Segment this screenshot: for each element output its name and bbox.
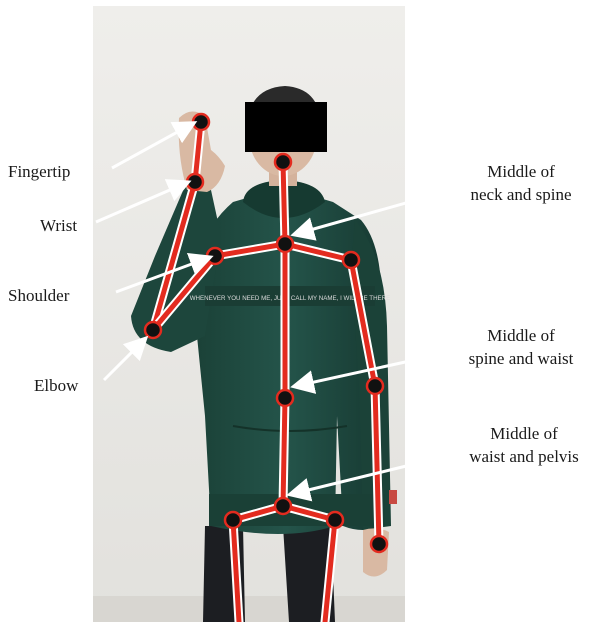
label-middle-waist-pelvis: Middle of waist and pelvis bbox=[455, 422, 593, 468]
arrow-spine-waist bbox=[296, 350, 460, 386]
label-middle-spine-waist-line2: spine and waist bbox=[455, 347, 587, 370]
label-elbow: Elbow bbox=[34, 374, 78, 397]
label-middle-neck-spine-line1: Middle of bbox=[455, 160, 587, 183]
label-middle-waist-pelvis-line1: Middle of bbox=[455, 422, 593, 445]
label-shoulder: Shoulder bbox=[8, 284, 69, 307]
label-middle-neck-spine-line2: neck and spine bbox=[455, 183, 587, 206]
label-fingertip: Fingertip bbox=[8, 160, 70, 183]
label-middle-neck-spine: Middle of neck and spine bbox=[455, 160, 587, 206]
arrow-waist-pelvis bbox=[292, 448, 480, 494]
label-wrist: Wrist bbox=[40, 214, 77, 237]
arrow-neck-spine bbox=[296, 186, 466, 234]
label-middle-spine-waist-line1: Middle of bbox=[455, 324, 587, 347]
arrow-shoulder bbox=[116, 258, 208, 292]
arrow-fingertip bbox=[112, 124, 192, 168]
arrow-wrist bbox=[96, 183, 186, 222]
arrow-elbow bbox=[104, 340, 144, 380]
label-middle-spine-waist: Middle of spine and waist bbox=[455, 324, 587, 370]
label-middle-waist-pelvis-line2: waist and pelvis bbox=[455, 445, 593, 468]
